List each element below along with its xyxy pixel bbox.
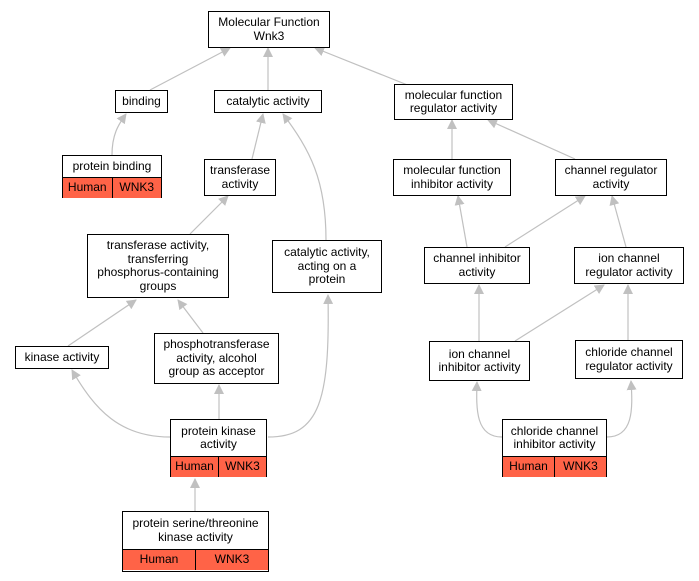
- gene-cell: WNK3: [111, 178, 162, 198]
- edge-transphos-transf: [189, 195, 229, 235]
- node-molecular-function-regulator[interactable]: molecular function regulator activity: [394, 84, 513, 120]
- node-label: transferase activity, transferring phosp…: [97, 238, 219, 293]
- node-ion-channel-regulator[interactable]: ion channel regulator activity: [574, 247, 684, 284]
- edge-catprot-catalytic: [282, 113, 327, 241]
- node-protein-binding[interactable]: protein binding Human WNK3: [62, 155, 162, 198]
- node-label: channel inhibitor activity: [433, 251, 521, 279]
- node-label: catalytic activity, acting on a protein: [284, 245, 370, 287]
- node-catalytic-on-protein[interactable]: catalytic activity, acting on a protein: [272, 240, 382, 293]
- annotation-row: Human WNK3: [123, 549, 268, 570]
- node-label: catalytic activity: [226, 93, 310, 108]
- node-binding[interactable]: binding: [115, 90, 168, 113]
- annotation-row: Human WNK3: [171, 456, 266, 477]
- node-label: Molecular Function Wnk3: [218, 15, 320, 43]
- annotation-row: Human WNK3: [63, 177, 161, 198]
- gene-cell: WNK3: [554, 457, 606, 477]
- node-chloride-channel-inhibitor[interactable]: chloride channel inhibitor activity Huma…: [502, 419, 607, 477]
- edge-kinase-transphos: [67, 299, 137, 347]
- node-label: binding: [122, 93, 161, 108]
- node-label: ion channel inhibitor activity: [438, 346, 521, 374]
- node-catalytic-activity[interactable]: catalytic activity: [214, 90, 322, 113]
- node-label: molecular function inhibitor activity: [403, 163, 501, 191]
- node-label: protein kinase activity: [181, 423, 256, 451]
- edge-ioninhib-ionreg: [514, 284, 605, 342]
- node-phosphotransferase-alcohol[interactable]: phosphotransferase activity, alcohol gro…: [154, 333, 279, 384]
- species-cell: Human: [139, 552, 179, 567]
- edge-mfreg-mf: [314, 46, 411, 87]
- edge-chaninhib-mfinhib: [454, 195, 468, 248]
- edge-chlinhib-chlreg: [606, 380, 637, 438]
- edge-ionreg-chanreg: [609, 195, 627, 248]
- species-cell: Human: [175, 459, 214, 474]
- node-kinase-activity[interactable]: kinase activity: [15, 346, 109, 369]
- edge-protkin-catprot: [267, 294, 334, 438]
- node-molecular-function[interactable]: Molecular Function Wnk3: [208, 11, 330, 48]
- node-label: chloride channel inhibitor activity: [510, 423, 599, 451]
- species-cell: Human: [509, 459, 548, 474]
- node-label: phosphotransferase activity, alcohol gro…: [163, 337, 270, 379]
- node-label: protein binding: [72, 158, 152, 173]
- node-label: ion channel regulator activity: [585, 251, 673, 279]
- node-label: channel regulator activity: [564, 163, 658, 191]
- gene-cell: WNK3: [195, 550, 268, 570]
- node-label: transferase activity: [209, 163, 271, 191]
- edge-protkin-kinase: [71, 369, 171, 438]
- node-protein-serine-threonine-kinase[interactable]: protein serine/threonine kinase activity…: [122, 511, 269, 572]
- edge-transf-catalytic: [251, 113, 266, 160]
- node-ion-channel-inhibitor[interactable]: ion channel inhibitor activity: [429, 341, 530, 381]
- node-protein-kinase-activity[interactable]: protein kinase activity Human WNK3: [170, 419, 267, 477]
- node-chloride-channel-regulator[interactable]: chloride channel regulator activity: [575, 340, 683, 379]
- gene-cell: WNK3: [218, 457, 266, 477]
- edge-binding-mf: [149, 47, 231, 91]
- node-label: kinase activity: [24, 349, 100, 364]
- node-transferase-phosphorus[interactable]: transferase activity, transferring phosp…: [87, 234, 229, 298]
- node-mf-inhibitor[interactable]: molecular function inhibitor activity: [393, 159, 511, 196]
- edge-chanreg-mfreg: [487, 119, 576, 160]
- annotation-row: Human WNK3: [503, 456, 606, 477]
- node-label: protein serine/threonine kinase activity: [132, 516, 259, 544]
- node-label: molecular function regulator activity: [404, 87, 503, 115]
- node-label: chloride channel regulator activity: [585, 345, 673, 373]
- edge-phosalc-transphos: [177, 299, 204, 334]
- edge-protbind-binding: [111, 113, 127, 156]
- node-transferase-activity[interactable]: transferase activity: [204, 159, 276, 196]
- node-channel-inhibitor[interactable]: channel inhibitor activity: [424, 247, 530, 284]
- species-cell: Human: [67, 180, 107, 195]
- edge-chaninhib-chanreg: [504, 195, 586, 248]
- node-channel-regulator[interactable]: channel regulator activity: [555, 159, 667, 196]
- edge-chlinhib-ioninhib: [471, 381, 503, 438]
